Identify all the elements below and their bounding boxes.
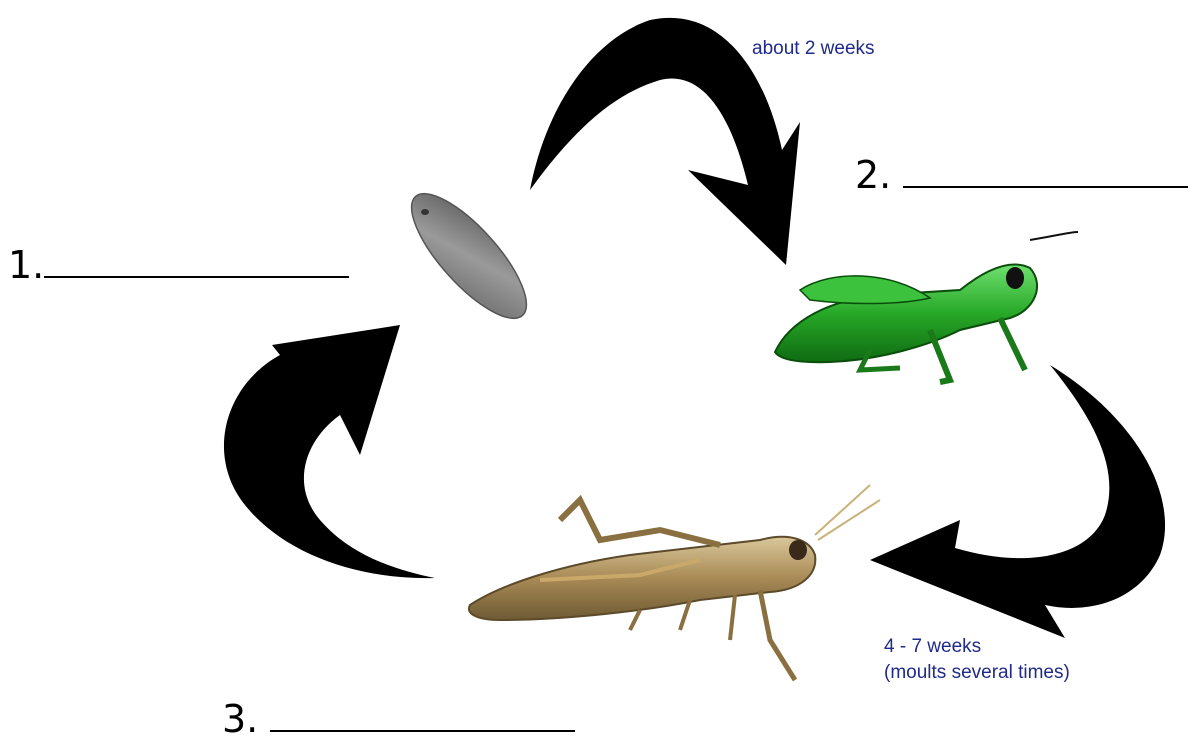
stage-1-number: 1. xyxy=(8,243,44,287)
adult-grasshopper-icon xyxy=(469,485,880,680)
curved-arrow-icon xyxy=(870,365,1165,638)
curved-arrow-icon xyxy=(224,325,435,578)
nymph-to-adult-duration-line1: 4 - 7 weeks xyxy=(884,634,1070,660)
egg-icon xyxy=(395,178,544,334)
stage-1-answer-blank[interactable] xyxy=(44,246,349,278)
nymph-to-adult-duration-line2: (moults several times) xyxy=(884,660,1070,686)
nymph-grasshopper-icon xyxy=(775,232,1078,382)
stage-2-number: 2. xyxy=(855,153,891,197)
stage-3-label: 3. xyxy=(222,700,575,738)
stage-3-answer-blank[interactable] xyxy=(270,700,575,732)
egg-to-nymph-duration: about 2 weeks xyxy=(752,36,875,62)
stage-1-label: 1. xyxy=(8,246,349,284)
nymph-to-adult-duration: 4 - 7 weeks (moults several times) xyxy=(884,634,1070,685)
stage-3-number: 3. xyxy=(222,697,258,741)
stage-2-label: 2. xyxy=(855,156,1188,194)
stage-2-answer-blank[interactable] xyxy=(903,156,1188,188)
